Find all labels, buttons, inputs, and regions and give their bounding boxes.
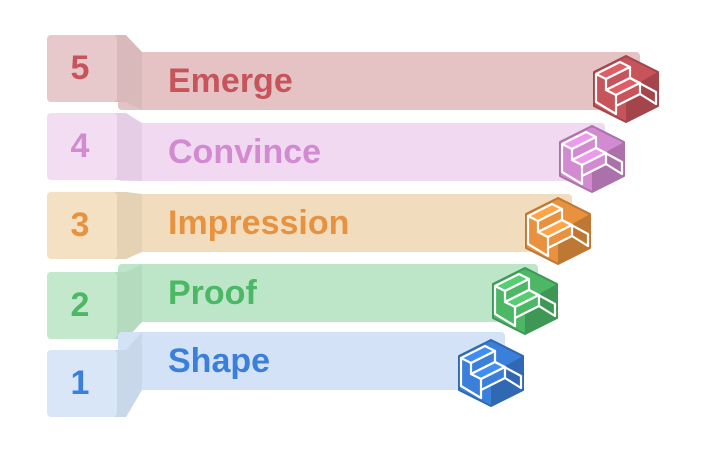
step-number: 4 bbox=[70, 127, 90, 165]
step-number-tab bbox=[47, 113, 117, 180]
step-connector bbox=[114, 35, 142, 110]
step-band bbox=[118, 52, 640, 110]
step-label: Shape bbox=[168, 342, 271, 380]
step-connector bbox=[114, 113, 142, 181]
step-label: Proof bbox=[168, 274, 257, 312]
step-number: 5 bbox=[70, 49, 90, 87]
step-connector bbox=[114, 264, 142, 339]
step-number: 1 bbox=[70, 364, 90, 402]
step-band bbox=[118, 123, 605, 181]
step-connector bbox=[114, 332, 142, 417]
step-number-tab bbox=[47, 350, 117, 417]
step-number: 2 bbox=[70, 286, 90, 324]
step-label: Impression bbox=[168, 204, 350, 242]
step-label: Convince bbox=[168, 133, 322, 171]
step-band bbox=[118, 332, 505, 390]
stairs-icon bbox=[525, 197, 591, 265]
step-number-tab bbox=[47, 272, 117, 339]
step-band bbox=[118, 194, 572, 252]
stairs-icon bbox=[492, 267, 558, 335]
step-label: Emerge bbox=[168, 62, 293, 100]
step-connector bbox=[114, 192, 142, 259]
step-number-tab bbox=[47, 192, 117, 259]
stairs-icon bbox=[458, 339, 524, 407]
step-number-tab bbox=[47, 35, 117, 102]
step-band bbox=[118, 264, 538, 322]
stairs-icon bbox=[593, 55, 659, 123]
stairs-icon bbox=[559, 125, 625, 193]
step-number: 3 bbox=[70, 206, 90, 244]
